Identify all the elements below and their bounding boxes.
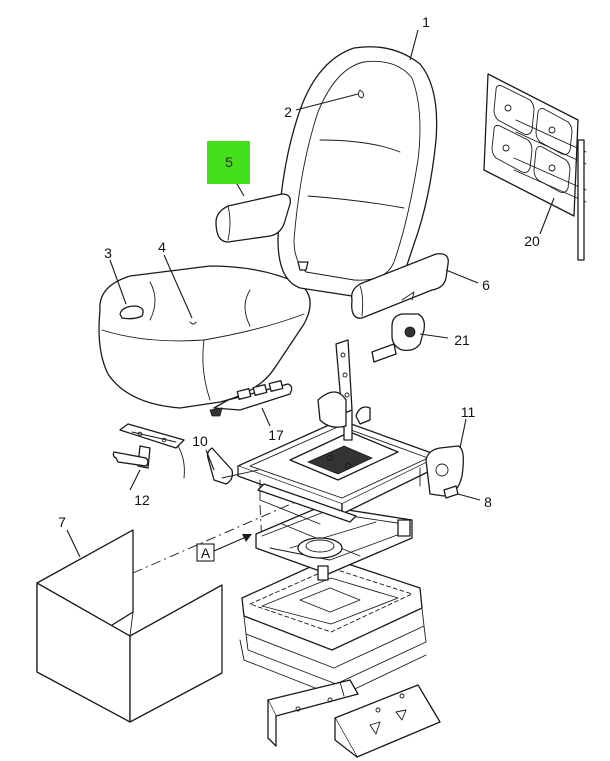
callout-1: 1 (422, 14, 430, 30)
callout-10: 10 (192, 433, 208, 449)
part-17-control-panel (209, 380, 293, 427)
part-5-left-armrest (215, 171, 291, 243)
part-1-2-backrest (277, 29, 438, 298)
part-20-lumbar-panel (483, 73, 587, 261)
part-11-knob-plate (425, 418, 467, 497)
part-7-box (36, 529, 223, 723)
part-21-recline-mechanism (371, 313, 449, 363)
part-3-4-seat-cushion (98, 254, 311, 409)
view-a-text: A (201, 545, 211, 561)
callout-5: 5 (225, 154, 233, 170)
callout-2: 2 (284, 104, 292, 120)
suspension-scissor (255, 505, 413, 581)
callout-3: 3 (104, 245, 112, 261)
callout-11: 11 (461, 404, 476, 420)
callout-17: 17 (268, 427, 284, 443)
part-8-bracket (443, 485, 481, 501)
part-10-leader (205, 449, 215, 471)
view-a-arrow (213, 534, 252, 552)
part-6-right-armrest (351, 253, 479, 319)
part-12-release-handle (112, 423, 185, 491)
highlight-box-5 (207, 141, 250, 184)
callout-4: 4 (158, 239, 166, 255)
view-a-label: A (196, 543, 215, 562)
callout-21: 21 (454, 332, 470, 348)
callout-12: 12 (134, 492, 150, 508)
callout-8: 8 (484, 494, 492, 510)
callout-7: 7 (58, 514, 66, 530)
mount-brackets (267, 679, 441, 758)
callout-6: 6 (482, 277, 490, 293)
upper-frame (206, 339, 441, 525)
base-plates (239, 557, 427, 698)
callout-20: 20 (524, 233, 540, 249)
